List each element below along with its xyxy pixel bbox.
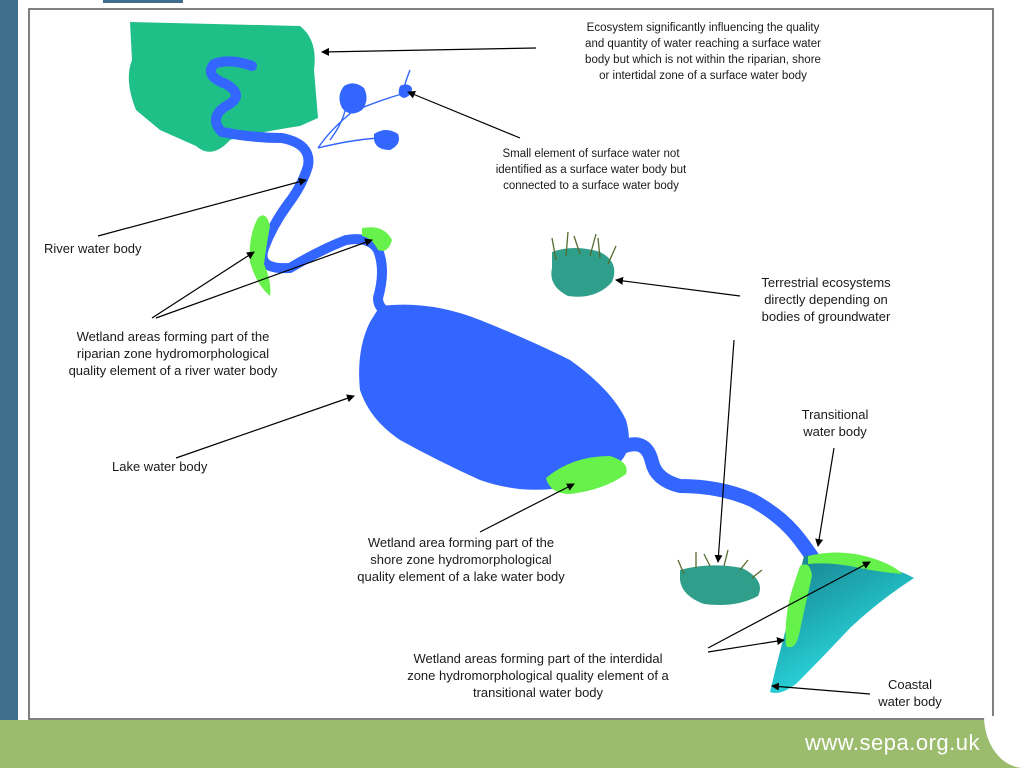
label-ecosystem-influence: Ecosystem significantly influencing the …	[585, 22, 821, 82]
label-wetland-interdidal: Wetland areas forming part of the interd…	[407, 651, 669, 700]
label-transitional-water-body: Transitional water body	[801, 407, 869, 439]
groundwater-ecosystem-upper	[551, 231, 617, 297]
label-coastal-water-body: Coastal water body	[878, 677, 942, 709]
leader-wetland-shore	[479, 483, 575, 533]
wetland-riparian-left	[249, 215, 271, 296]
leader-wetland-interdidal-a	[707, 561, 871, 649]
label-wetland-shore: Wetland area forming part of the shore z…	[357, 535, 565, 584]
label-small-element: Small element of surface water not ident…	[495, 148, 687, 192]
left-accent-band	[0, 0, 18, 720]
wetland-transitional-top	[808, 552, 902, 574]
leader-wetland-riparian-b	[155, 238, 373, 319]
footer-band	[0, 720, 1024, 768]
small-pond-2	[398, 84, 412, 98]
leader-coastal	[771, 682, 871, 695]
leader-wetland-interdidal-b	[707, 637, 785, 653]
leader-lines	[97, 47, 871, 695]
top-accent-line	[103, 0, 183, 3]
label-lake-water-body: Lake water body	[112, 459, 208, 474]
label-wetland-riparian: Wetland areas forming part of the ripari…	[68, 329, 278, 378]
river-channel-lower	[613, 437, 825, 573]
groundwater-ecosystem-lower	[677, 549, 763, 605]
leader-river	[97, 177, 307, 237]
small-pond-3	[374, 130, 399, 150]
diagram-frame	[28, 8, 994, 720]
leader-ecosystem	[321, 47, 537, 56]
label-terrestrial-ecosystems: Terrestrial ecosystems directly dependin…	[761, 275, 891, 324]
footer-website[interactable]: www.sepa.org.uk	[804, 730, 980, 755]
small-pond-1	[339, 83, 367, 114]
leader-terrestrial-a	[615, 276, 741, 297]
leader-small-element	[407, 90, 521, 139]
leader-transitional	[815, 447, 835, 547]
small-streams	[317, 69, 411, 149]
leader-wetland-riparian-a	[151, 251, 255, 319]
wetland-riparian-right	[362, 227, 392, 251]
leader-terrestrial-b	[714, 339, 735, 563]
leader-lake	[175, 394, 355, 459]
label-river-water-body: River water body	[44, 241, 142, 256]
lake	[359, 304, 629, 490]
wetland-transitional-left	[785, 564, 812, 648]
